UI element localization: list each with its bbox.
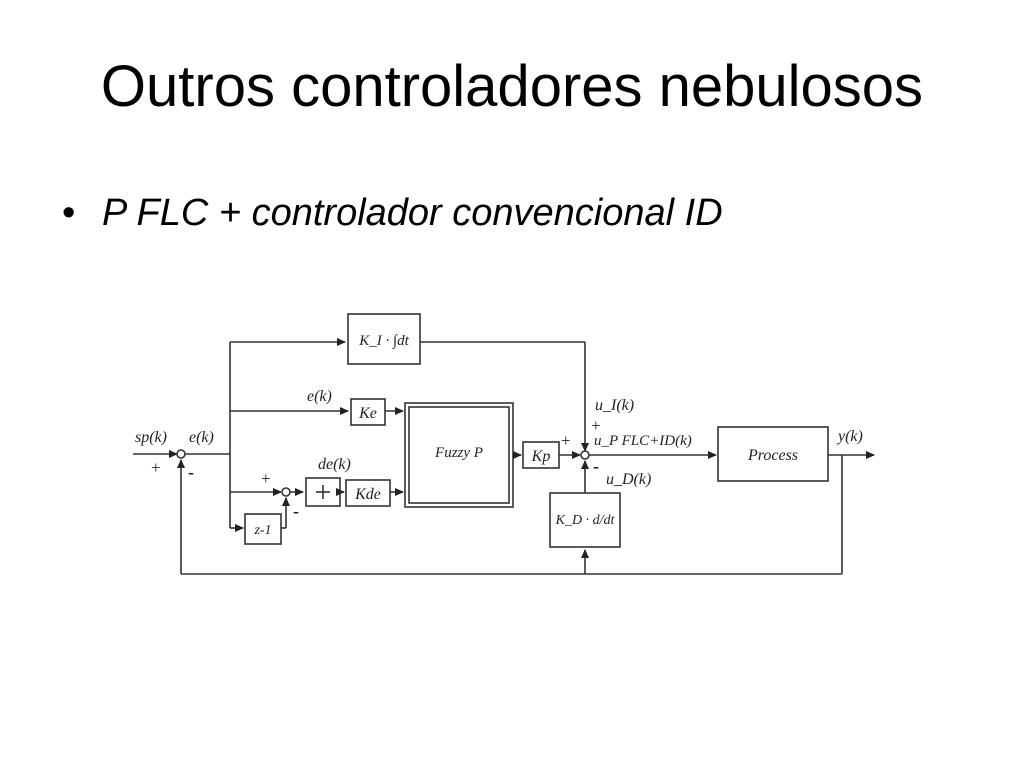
process-block-label: Process xyxy=(747,447,798,464)
fuzzy-block-inner xyxy=(408,406,510,504)
slide-title: Outros controladores nebulosos xyxy=(100,54,924,119)
bullet-text: P FLC + controlador convencional ID xyxy=(102,192,723,234)
process-block xyxy=(717,426,829,482)
sum3-minus-sign: - xyxy=(593,456,599,476)
signal-e-label: e(k) xyxy=(189,429,214,446)
sum2-plus-sign: + xyxy=(261,469,271,488)
sum3-plus-top-sign: + xyxy=(591,416,601,435)
sum1-plus-sign: + xyxy=(151,458,161,477)
kde-block-label: Kde xyxy=(354,486,381,503)
sum-junction-3 xyxy=(580,450,590,460)
fuzzy-block-label: Fuzzy P xyxy=(434,445,483,461)
derivative-block-label: K_D · d/dt xyxy=(555,513,616,528)
signal-sp-label: sp(k) xyxy=(135,429,167,446)
delay-block xyxy=(244,513,282,545)
kde-block xyxy=(345,479,391,507)
integral-block xyxy=(347,313,421,365)
sum-junction-2 xyxy=(281,487,291,497)
kp-block xyxy=(522,441,560,469)
signal-y-label: y(k) xyxy=(836,428,863,445)
bullet-symbol: • xyxy=(62,192,76,234)
signal-e-ke-label: e(k) xyxy=(307,388,332,405)
signal-ui-label: u_I(k) xyxy=(595,397,634,414)
signal-de-label: de(k) xyxy=(318,456,351,473)
bullet-item: • P FLC + controlador convencional ID xyxy=(62,194,723,232)
signal-ud-label: u_D(k) xyxy=(606,471,651,488)
ke-block-label: Ke xyxy=(358,405,377,422)
kp-block-label: Kp xyxy=(531,448,551,465)
sum-junction-1 xyxy=(176,449,186,459)
delay-block-label: z-1 xyxy=(253,523,271,538)
sum2-minus-sign: - xyxy=(293,501,299,521)
integral-block-label: K_I · ∫dt xyxy=(358,333,409,349)
ke-block xyxy=(350,398,386,426)
sum3-plus-left-sign: + xyxy=(561,431,571,450)
signal-u-total-label: u_P FLC+ID(k) xyxy=(594,433,692,449)
sum1-minus-sign: - xyxy=(188,462,194,482)
